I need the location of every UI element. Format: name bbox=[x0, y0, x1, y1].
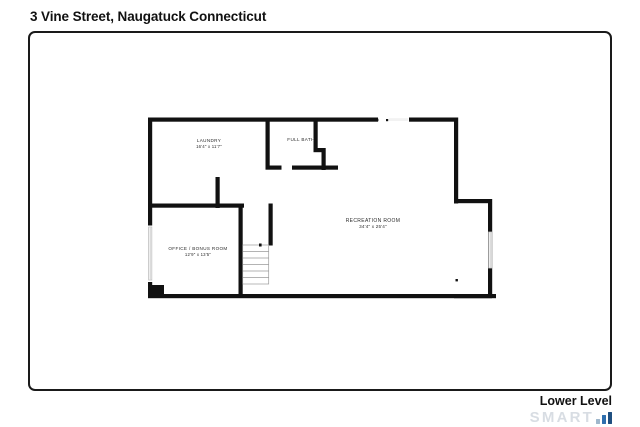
smart-brand-logo: SMART bbox=[530, 408, 612, 425]
floorplan-frame bbox=[28, 31, 612, 391]
room-label-laundry: LAUNDRY 16'4" x 11'7" bbox=[196, 138, 222, 149]
room-label-recreation-room: RECREATION ROOM 34'4" x 25'4" bbox=[346, 218, 401, 230]
brand-bar-icon bbox=[608, 412, 612, 424]
brand-wordmark: SMART bbox=[529, 409, 594, 426]
brand-bar-icon bbox=[602, 415, 606, 424]
room-dimensions-laundry: 16'4" x 11'7" bbox=[196, 143, 222, 149]
room-dimensions-office-bonus-room: 12'9" x 13'5" bbox=[184, 251, 212, 257]
level-caption: Lower Level bbox=[539, 394, 612, 408]
room-label-office-bonus-room: OFFICE / BONUS ROOM 12'9" x 13'5" bbox=[168, 246, 227, 257]
room-name-office-bonus-room: OFFICE / BONUS ROOM bbox=[168, 246, 228, 251]
room-name-laundry: LAUNDRY bbox=[196, 138, 222, 143]
room-name-recreation-room: RECREATION ROOM bbox=[345, 218, 401, 224]
page-title: 3 Vine Street, Naugatuck Connecticut bbox=[30, 9, 267, 24]
brand-bar-icon bbox=[596, 419, 600, 424]
room-label-full-bath: FULL BATH bbox=[287, 137, 314, 143]
room-name-full-bath: FULL BATH bbox=[287, 137, 315, 142]
room-dimensions-recreation-room: 34'4" x 25'4" bbox=[359, 224, 387, 230]
